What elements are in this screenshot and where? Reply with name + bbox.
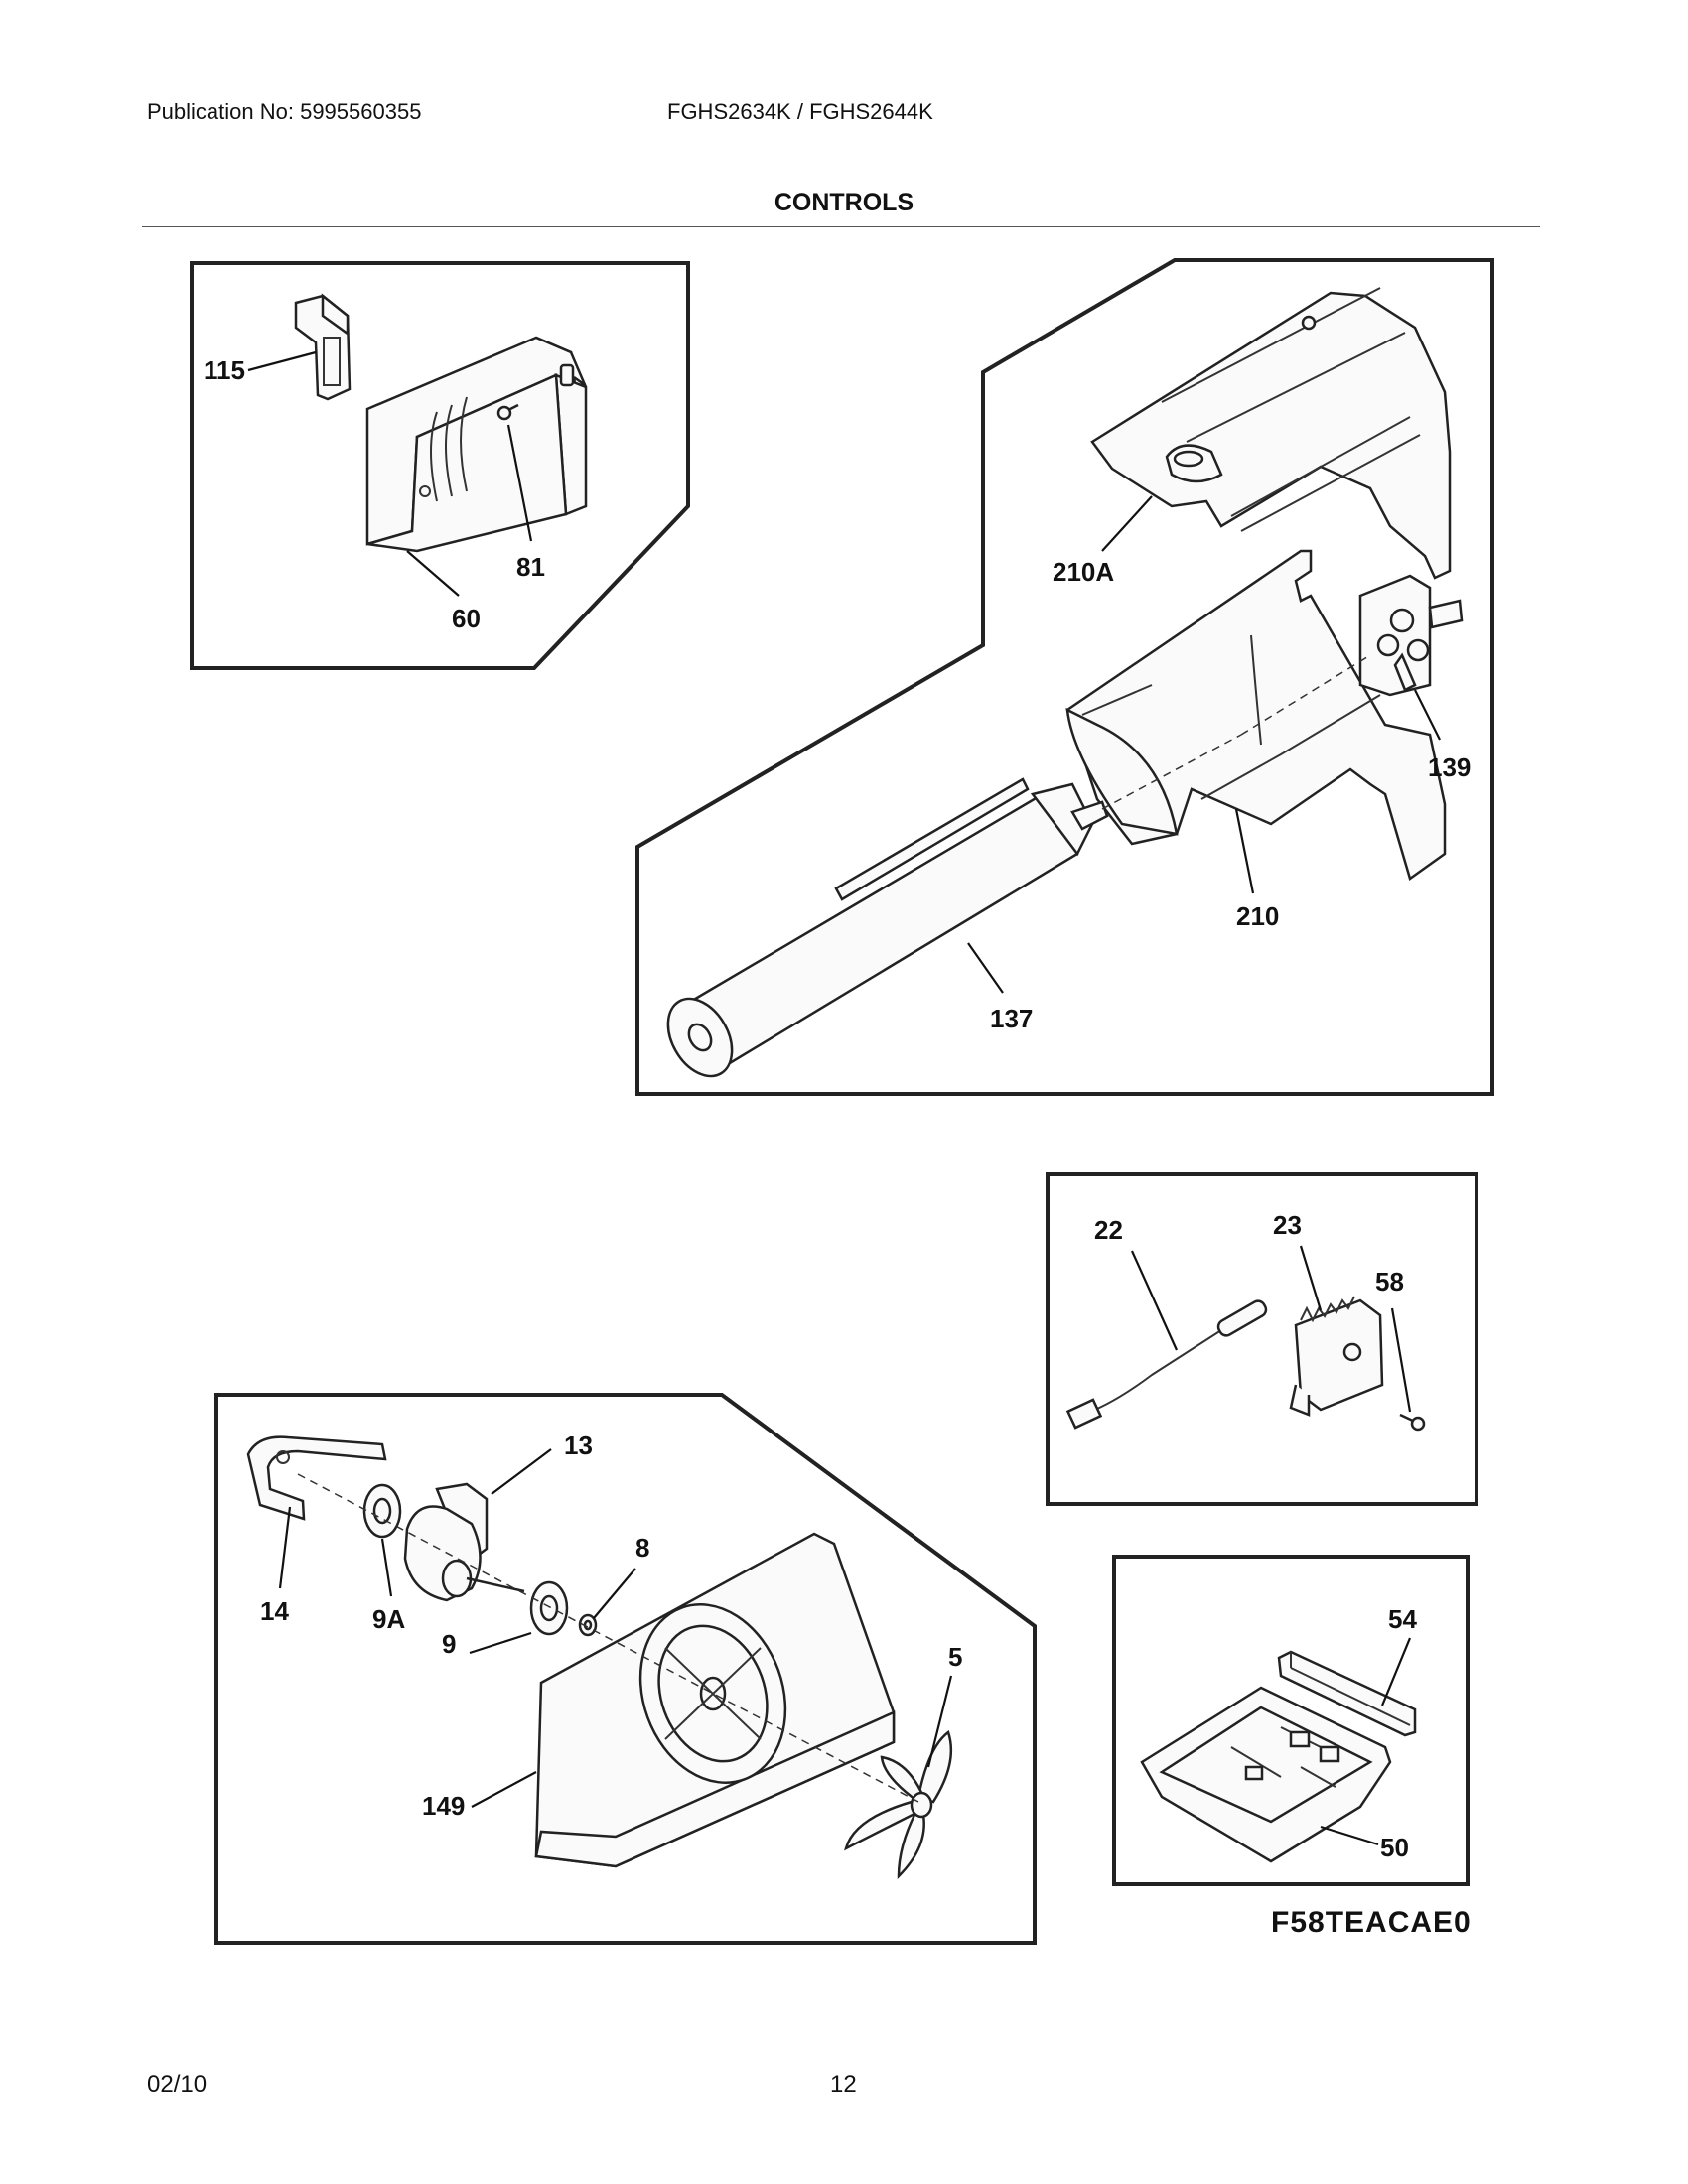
panel-thermistor	[1046, 1172, 1478, 1506]
part-fan-blade-5	[844, 1729, 953, 1880]
leader-13	[491, 1448, 552, 1495]
leader-50	[1320, 1825, 1379, 1846]
leader-210A	[1101, 495, 1153, 552]
part-switch-115	[294, 293, 352, 401]
footer-page-number: 12	[830, 2071, 857, 2098]
leader-22	[1130, 1250, 1179, 1351]
model-numbers: FGHS2634K / FGHS2644K	[667, 99, 933, 124]
panel-filter-housing	[635, 258, 1494, 1096]
part-control-housing-60	[365, 336, 588, 553]
leader-149	[471, 1771, 537, 1808]
callout-14: 14	[260, 1596, 289, 1626]
part-thermistor-22	[1065, 1299, 1268, 1430]
leader-139	[1414, 689, 1441, 741]
footer-date: 02/10	[147, 2071, 208, 2098]
leader-8	[593, 1568, 636, 1619]
leader-60	[406, 550, 460, 597]
part-control-board-50	[1140, 1686, 1392, 1863]
part-filter-cover-210A	[1090, 287, 1452, 580]
leader-137	[967, 942, 1004, 994]
callout-9: 9	[442, 1629, 456, 1659]
part-fan-shroud-149	[534, 1532, 896, 1868]
callout-8: 8	[635, 1533, 649, 1563]
part-grommet-9A	[362, 1483, 402, 1539]
part-screw-81	[496, 403, 519, 421]
callout-115: 115	[204, 355, 245, 385]
panel-control-board	[1112, 1555, 1470, 1886]
leader-5	[926, 1675, 953, 1768]
callout-139: 139	[1428, 752, 1471, 782]
callout-58: 58	[1375, 1267, 1404, 1297]
part-thermistor-cover-23	[1289, 1296, 1384, 1417]
title-rule	[142, 226, 1540, 227]
leader-210	[1234, 808, 1255, 894]
callout-54: 54	[1388, 1604, 1417, 1634]
diagram-code: F58TEACAE0	[1271, 1906, 1472, 1939]
leader-9A	[380, 1538, 393, 1597]
part-fan-motor-13	[403, 1482, 525, 1602]
callout-22: 22	[1094, 1215, 1123, 1245]
leader-58	[1390, 1307, 1412, 1413]
callout-210: 210	[1236, 901, 1279, 931]
part-grommet-9	[529, 1580, 569, 1636]
leader-81	[506, 424, 533, 542]
callout-149: 149	[422, 1791, 465, 1821]
part-screw-58	[1399, 1413, 1426, 1432]
publication-number: Publication No: 5995560355	[147, 99, 422, 124]
callout-23: 23	[1273, 1210, 1302, 1240]
callout-9A: 9A	[372, 1604, 405, 1634]
callout-60: 60	[452, 604, 481, 633]
page-title: CONTROLS	[774, 189, 914, 216]
leader-54	[1380, 1637, 1412, 1706]
callout-210A: 210A	[1053, 557, 1114, 587]
leader-115	[247, 350, 317, 372]
guide-valve-axis	[1240, 654, 1371, 736]
guide-filter-axis	[1101, 734, 1242, 810]
leader-23	[1299, 1245, 1323, 1311]
callout-13: 13	[564, 1431, 593, 1460]
panel-control-housing	[190, 261, 690, 670]
panel-fan-assembly	[214, 1393, 1037, 1945]
callout-50: 50	[1380, 1833, 1409, 1862]
part-bracket-14	[246, 1435, 387, 1521]
part-board-cover-54	[1277, 1650, 1417, 1737]
leader-9	[469, 1631, 532, 1655]
callout-5: 5	[948, 1642, 962, 1672]
leader-14	[278, 1506, 292, 1589]
part-water-valve-139	[1358, 574, 1464, 697]
callout-81: 81	[516, 552, 545, 582]
part-water-filter-137	[666, 777, 1109, 1078]
part-filter-head-210	[1065, 549, 1447, 882]
guide-fan-axis	[297, 1473, 919, 1803]
callout-137: 137	[990, 1004, 1033, 1033]
